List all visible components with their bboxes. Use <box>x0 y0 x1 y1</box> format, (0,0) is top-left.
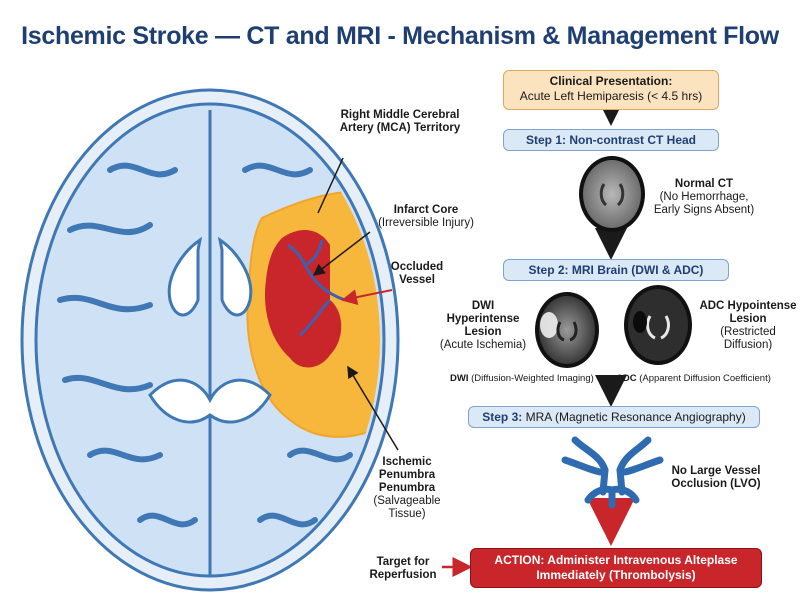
adc-cap-abbr: ADC <box>616 373 637 384</box>
infarct-core-title: Infarct Core <box>393 204 459 216</box>
infarct-core-desc: (Irreversible Injury) <box>378 217 474 229</box>
step2-box: Step 2: MRI Brain (DWI & ADC) <box>503 259 729 281</box>
infarct-core-label: Infarct Core (Irreversible Injury) <box>352 204 500 230</box>
dwi-cap-abbr: DWI <box>450 373 469 384</box>
page-title: Ischemic Stroke — CT and MRI - Mechanism… <box>21 22 779 50</box>
step3-rest: MRA (Magnetic Resonance Angiography) <box>525 410 746 424</box>
lateral-ventricles <box>167 236 253 317</box>
normal-ct-label: Normal CT (No Hemorrhage, Early Signs Ab… <box>648 178 760 217</box>
clinical-title: Clinical Presentation: <box>549 74 673 88</box>
reperfusion-label: Target for Reperfusion <box>369 556 437 581</box>
left-gyri <box>57 162 198 528</box>
adc-caption: ADC (Apparent Diffusion Coefficient) <box>616 373 771 384</box>
penumbra-pointer <box>347 365 399 451</box>
brain-illustration <box>20 88 400 592</box>
mra-vessel-illustration <box>561 436 664 509</box>
dwi-caption: DWI (Diffusion-Weighted Imaging) <box>450 373 594 384</box>
penumbra-label: Ischemic Penumbra Penumbra (Salvageable … <box>362 456 452 521</box>
step3-bold: Step 3: <box>482 410 523 424</box>
lvo-label: No Large Vessel Occlusion (LVO) <box>671 465 761 490</box>
normal-ct-desc: (No Hemorrhage, Early Signs Absent) <box>653 191 755 216</box>
adc-cap-full: (Apparent Diffusion Coefficient) <box>639 373 771 384</box>
action-box: ACTION: Administer Intravenous Alteplase… <box>470 548 762 588</box>
penumbra-desc: (Salvageable Tissue) <box>373 495 441 520</box>
step3-box: Step 3: MRA (Magnetic Resonance Angiogra… <box>468 406 760 428</box>
normal-ct-image <box>579 156 645 232</box>
occlusion-pointer <box>341 289 393 306</box>
adc-lesion-label: ADC Hypointense Lesion (Restricted Diffu… <box>698 300 798 352</box>
adc-title: ADC Hypointense Lesion <box>699 300 797 325</box>
action-label: ACTION: Administer Intravenous Alteplase… <box>494 553 738 582</box>
step2-label: Step 2: MRI Brain (DWI & ADC) <box>528 263 704 277</box>
posterior-ventricles <box>148 378 272 424</box>
right-gyri <box>242 162 353 528</box>
normal-ct-title: Normal CT <box>674 178 734 190</box>
infarct-pointer <box>312 231 371 276</box>
mca-territory-label: Right Middle Cerebral Artery (MCA) Terri… <box>339 109 461 134</box>
adc-desc: (Restricted Diffusion) <box>720 326 776 351</box>
clinical-presentation-box: Clinical Presentation: Acute Left Hemipa… <box>503 70 719 110</box>
clinical-desc: Acute Left Hemiparesis (< 4.5 hrs) <box>519 89 703 103</box>
mca-pointer <box>317 157 344 214</box>
adc-image <box>624 285 692 365</box>
dwi-lesion-label: DWI Hyperintense Lesion (Acute Ischemia) <box>438 300 528 352</box>
mca-vessels <box>287 239 346 337</box>
dwi-image <box>535 292 599 368</box>
dwi-desc: (Acute Ischemia) <box>439 339 527 351</box>
step1-box: Step 1: Non-contrast CT Head <box>503 129 719 151</box>
penumbra-title: Ischemic Penumbra Penumbra <box>378 456 436 494</box>
step1-label: Step 1: Non-contrast CT Head <box>525 133 696 147</box>
dwi-title: DWI Hyperintense Lesion <box>446 300 520 338</box>
occluded-vessel-label: Occluded Vessel <box>390 261 444 286</box>
dwi-cap-full: (Diffusion-Weighted Imaging) <box>471 373 594 384</box>
